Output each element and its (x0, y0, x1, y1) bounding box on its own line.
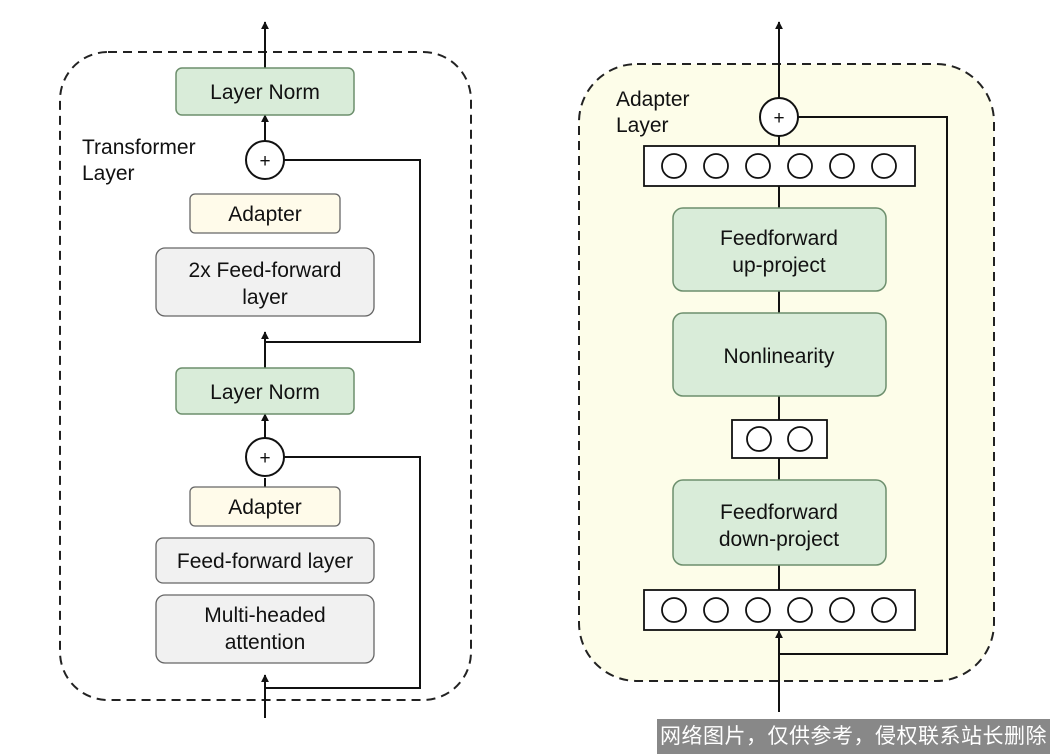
multi-head-attention-label-line1: Multi-headed (204, 604, 325, 627)
feedforward-up-project-label-line1: Feedforward (720, 227, 838, 250)
adapter-bottom-box (189, 486, 341, 527)
adapter-connections (775, 21, 948, 712)
output-vector-neurons (661, 153, 897, 179)
watermark-banner: 网络图片，仅供参考，侵权联系站长删除 (657, 719, 1050, 754)
multi-head-attention-box (155, 594, 375, 664)
transformer-layer-label-line2: Layer (82, 162, 135, 185)
ffn-2x-box (155, 247, 375, 317)
residual-add-top-plus: + (259, 151, 270, 172)
layer-norm-bottom-box (175, 367, 355, 415)
layer-norm-top-box (175, 67, 355, 116)
feedforward-down-project-label-line2: down-project (719, 528, 839, 551)
residual-add-bottom-circle (245, 437, 285, 477)
adapter-layer-label-line2: Layer (616, 114, 669, 137)
feedforward-up-project-box (672, 207, 887, 292)
feedforward-down-project-box (672, 479, 887, 566)
ffn-label: Feed-forward layer (177, 550, 353, 573)
multi-head-attention-label-line2: attention (225, 631, 306, 654)
residual-add-top-circle (245, 140, 285, 180)
feedforward-down-project-label-line1: Feedforward (720, 501, 838, 524)
ffn-2x-label-line1: 2x Feed-forward (189, 259, 342, 282)
nonlinearity-box (672, 312, 887, 397)
residual-add-bottom-plus: + (259, 448, 270, 469)
adapter-top-label: Adapter (228, 203, 302, 226)
input-vector-neurons (661, 597, 897, 623)
feedforward-up-project-label-line2: up-project (732, 254, 826, 277)
output-vector-box (643, 145, 916, 187)
layer-norm-bottom-label: Layer Norm (210, 381, 320, 404)
nonlinearity-label: Nonlinearity (724, 345, 835, 368)
adapter-bottom-label: Adapter (228, 496, 302, 519)
transformer-connections (261, 21, 421, 718)
adapter-add-circle (759, 97, 799, 137)
input-vector-box (643, 589, 916, 631)
layer-norm-top-label: Layer Norm (210, 81, 320, 104)
adapter-top-box (189, 193, 341, 234)
ffn-box (155, 537, 375, 584)
adapter-layer-label-line1: Adapter (616, 88, 690, 111)
ffn-2x-label-line2: layer (242, 286, 288, 309)
adapter-add-plus: + (773, 108, 784, 129)
bottleneck-vector-neurons (746, 426, 813, 452)
transformer-layer-label-line1: Transformer (82, 136, 196, 159)
